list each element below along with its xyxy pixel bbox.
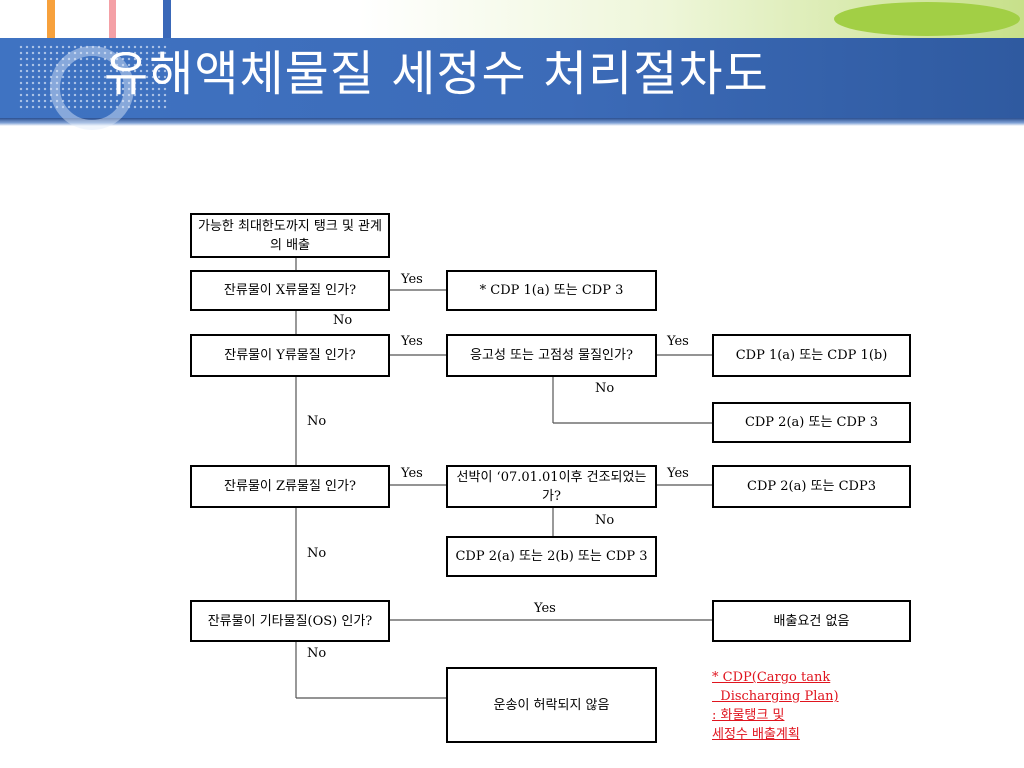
footnote-line: 세정수 배출계획 (712, 727, 800, 742)
footnote-line: Discharging Plan) (712, 689, 839, 704)
label-y-yes: Yes (401, 334, 423, 349)
footnote: * CDP(Cargo tank Discharging Plan) : 화물탱… (712, 668, 922, 744)
label-os-yes: Yes (534, 601, 556, 616)
label-solid-yes: Yes (667, 334, 689, 349)
cdp-y-yes-box: CDP 1(a) 또는 CDP 1(b) (712, 334, 911, 377)
title-bar (0, 38, 1024, 118)
footnote-line: : 화물탱크 및 (712, 708, 785, 723)
ring-decoration (50, 46, 134, 130)
cdp-x-box: * CDP 1(a) 또는 CDP 3 (446, 270, 657, 311)
cdp-y-no-box: CDP 2(a) 또는 CDP 3 (712, 402, 911, 443)
page-title: 유해액체물질 세정수 처리절차도 (104, 46, 769, 102)
start-box: 가능한 최대한도까지 탱크 및 관계의 배출 (190, 213, 390, 258)
label-solid-no: No (595, 381, 615, 396)
question-solid-box: 응고성 또는 고점성 물질인가? (446, 334, 657, 377)
label-ship-no: No (595, 513, 615, 528)
label-z-no: No (307, 546, 327, 561)
label-y-no: No (307, 414, 327, 429)
prohibited-box: 운송이 허락되지 않음 (446, 667, 657, 743)
question-z-box: 잔류물이 Z류물질 인가? (190, 465, 390, 508)
orange-stripe (47, 0, 55, 40)
label-x-no: No (333, 313, 353, 328)
label-os-no: No (307, 646, 327, 661)
question-os-box: 잔류물이 기타물질(OS) 인가? (190, 600, 390, 642)
label-x-yes: Yes (401, 272, 423, 287)
label-z-yes: Yes (401, 466, 423, 481)
cdp-z-no-box: CDP 2(a) 또는 2(b) 또는 CDP 3 (446, 536, 657, 577)
question-x-box: 잔류물이 X류물질 인가? (190, 270, 390, 311)
question-ship-box: 선박이 ‘07.01.01이후 건조되었는가? (446, 465, 657, 508)
blue-stripe (163, 0, 171, 40)
cdp-z-yes-box: CDP 2(a) 또는 CDP3 (712, 465, 911, 508)
green-oval-decoration (834, 2, 1020, 36)
label-ship-yes: Yes (667, 466, 689, 481)
no-requirement-box: 배출요건 없음 (712, 600, 911, 642)
question-y-box: 잔류물이 Y류물질 인가? (190, 334, 390, 377)
footnote-line: * CDP(Cargo tank (712, 670, 831, 685)
title-bar-shadow (0, 118, 1024, 126)
pink-stripe (109, 0, 116, 40)
